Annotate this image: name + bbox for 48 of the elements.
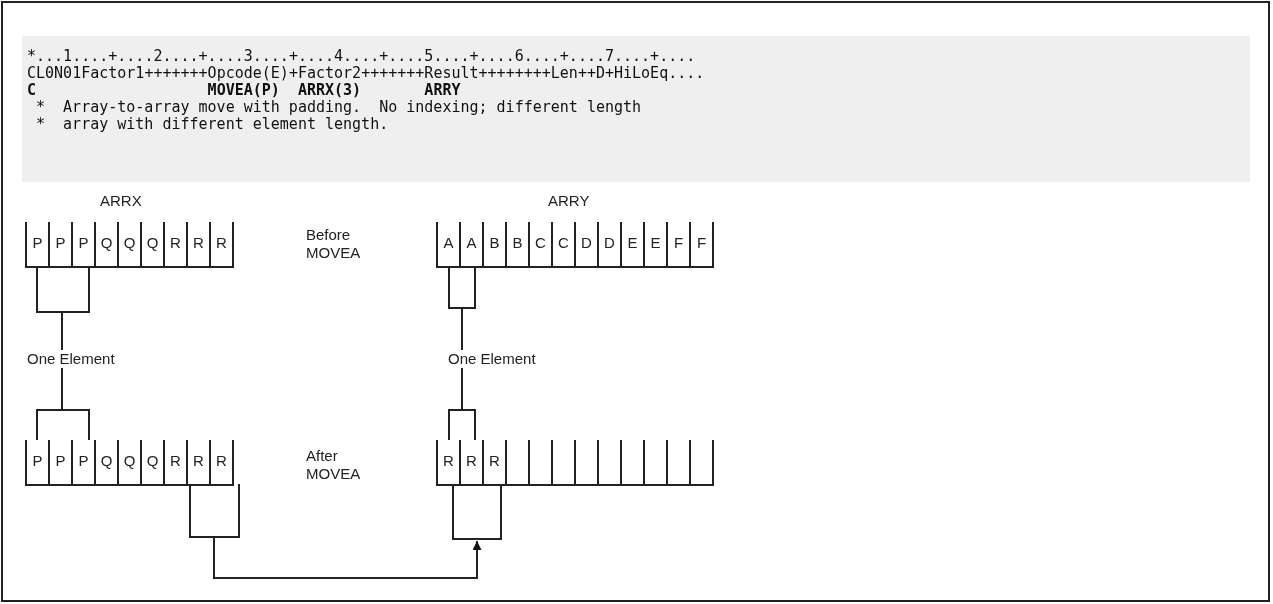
- array-cell: R: [482, 440, 505, 484]
- array-cell: C: [528, 222, 551, 266]
- array-cell: A: [436, 222, 459, 266]
- code-line: C MOVEA(P) ARRX(3) ARRY: [27, 82, 461, 99]
- code-line: *...1....+....2....+....3....+....4....+....5....+....6....+....7....+....: [27, 48, 696, 65]
- array-cell: P: [25, 440, 48, 484]
- array-cell: R: [209, 222, 234, 266]
- array-cell: B: [482, 222, 505, 266]
- array-cell: B: [505, 222, 528, 266]
- array-cell: E: [620, 222, 643, 266]
- element-label: One Element: [448, 350, 536, 368]
- code-line: CL0N01Factor1+++++++Opcode(E)+Factor2+++++++Result++++++++Len++D+HiLoEq....: [27, 65, 705, 82]
- array-cell: Q: [117, 440, 140, 484]
- array-cell: R: [186, 222, 209, 266]
- array-cell: P: [48, 222, 71, 266]
- array-cell: Q: [140, 440, 163, 484]
- array-cell: F: [666, 222, 689, 266]
- code-line: * Array-to-array move with padding. No indexing; different length: [36, 99, 642, 116]
- array-cell: R: [436, 440, 459, 484]
- array-cell: R: [163, 440, 186, 484]
- array-name: ARRX: [100, 192, 142, 210]
- array-cell: P: [48, 440, 71, 484]
- row-caption: Before MOVEA: [306, 226, 362, 262]
- bracket-line: [36, 367, 90, 441]
- array-cell: P: [71, 222, 94, 266]
- array-cell: E: [643, 222, 666, 266]
- array-cell: C: [551, 222, 574, 266]
- array-cell: R: [186, 440, 209, 484]
- array-cell: A: [459, 222, 482, 266]
- array-cell: D: [574, 222, 597, 266]
- bracket-line: [36, 266, 90, 351]
- array-cell: R: [209, 440, 234, 484]
- array-cell: Q: [140, 222, 163, 266]
- row-caption: After MOVEA: [306, 447, 362, 483]
- array-cell: R: [459, 440, 482, 484]
- array-cell: Q: [94, 222, 117, 266]
- code-line: * array with different element length.: [36, 116, 389, 133]
- array-cell: P: [71, 440, 94, 484]
- array-cell: R: [163, 222, 186, 266]
- element-label: One Element: [27, 350, 115, 368]
- array-name: ARRY: [548, 192, 590, 210]
- arrow: [189, 483, 482, 579]
- array-cell: D: [597, 222, 620, 266]
- array-cell: P: [25, 222, 48, 266]
- bracket-line: [448, 367, 476, 441]
- array-cell: Q: [94, 440, 117, 484]
- array-cell: F: [689, 222, 714, 266]
- array-cell: Q: [117, 222, 140, 266]
